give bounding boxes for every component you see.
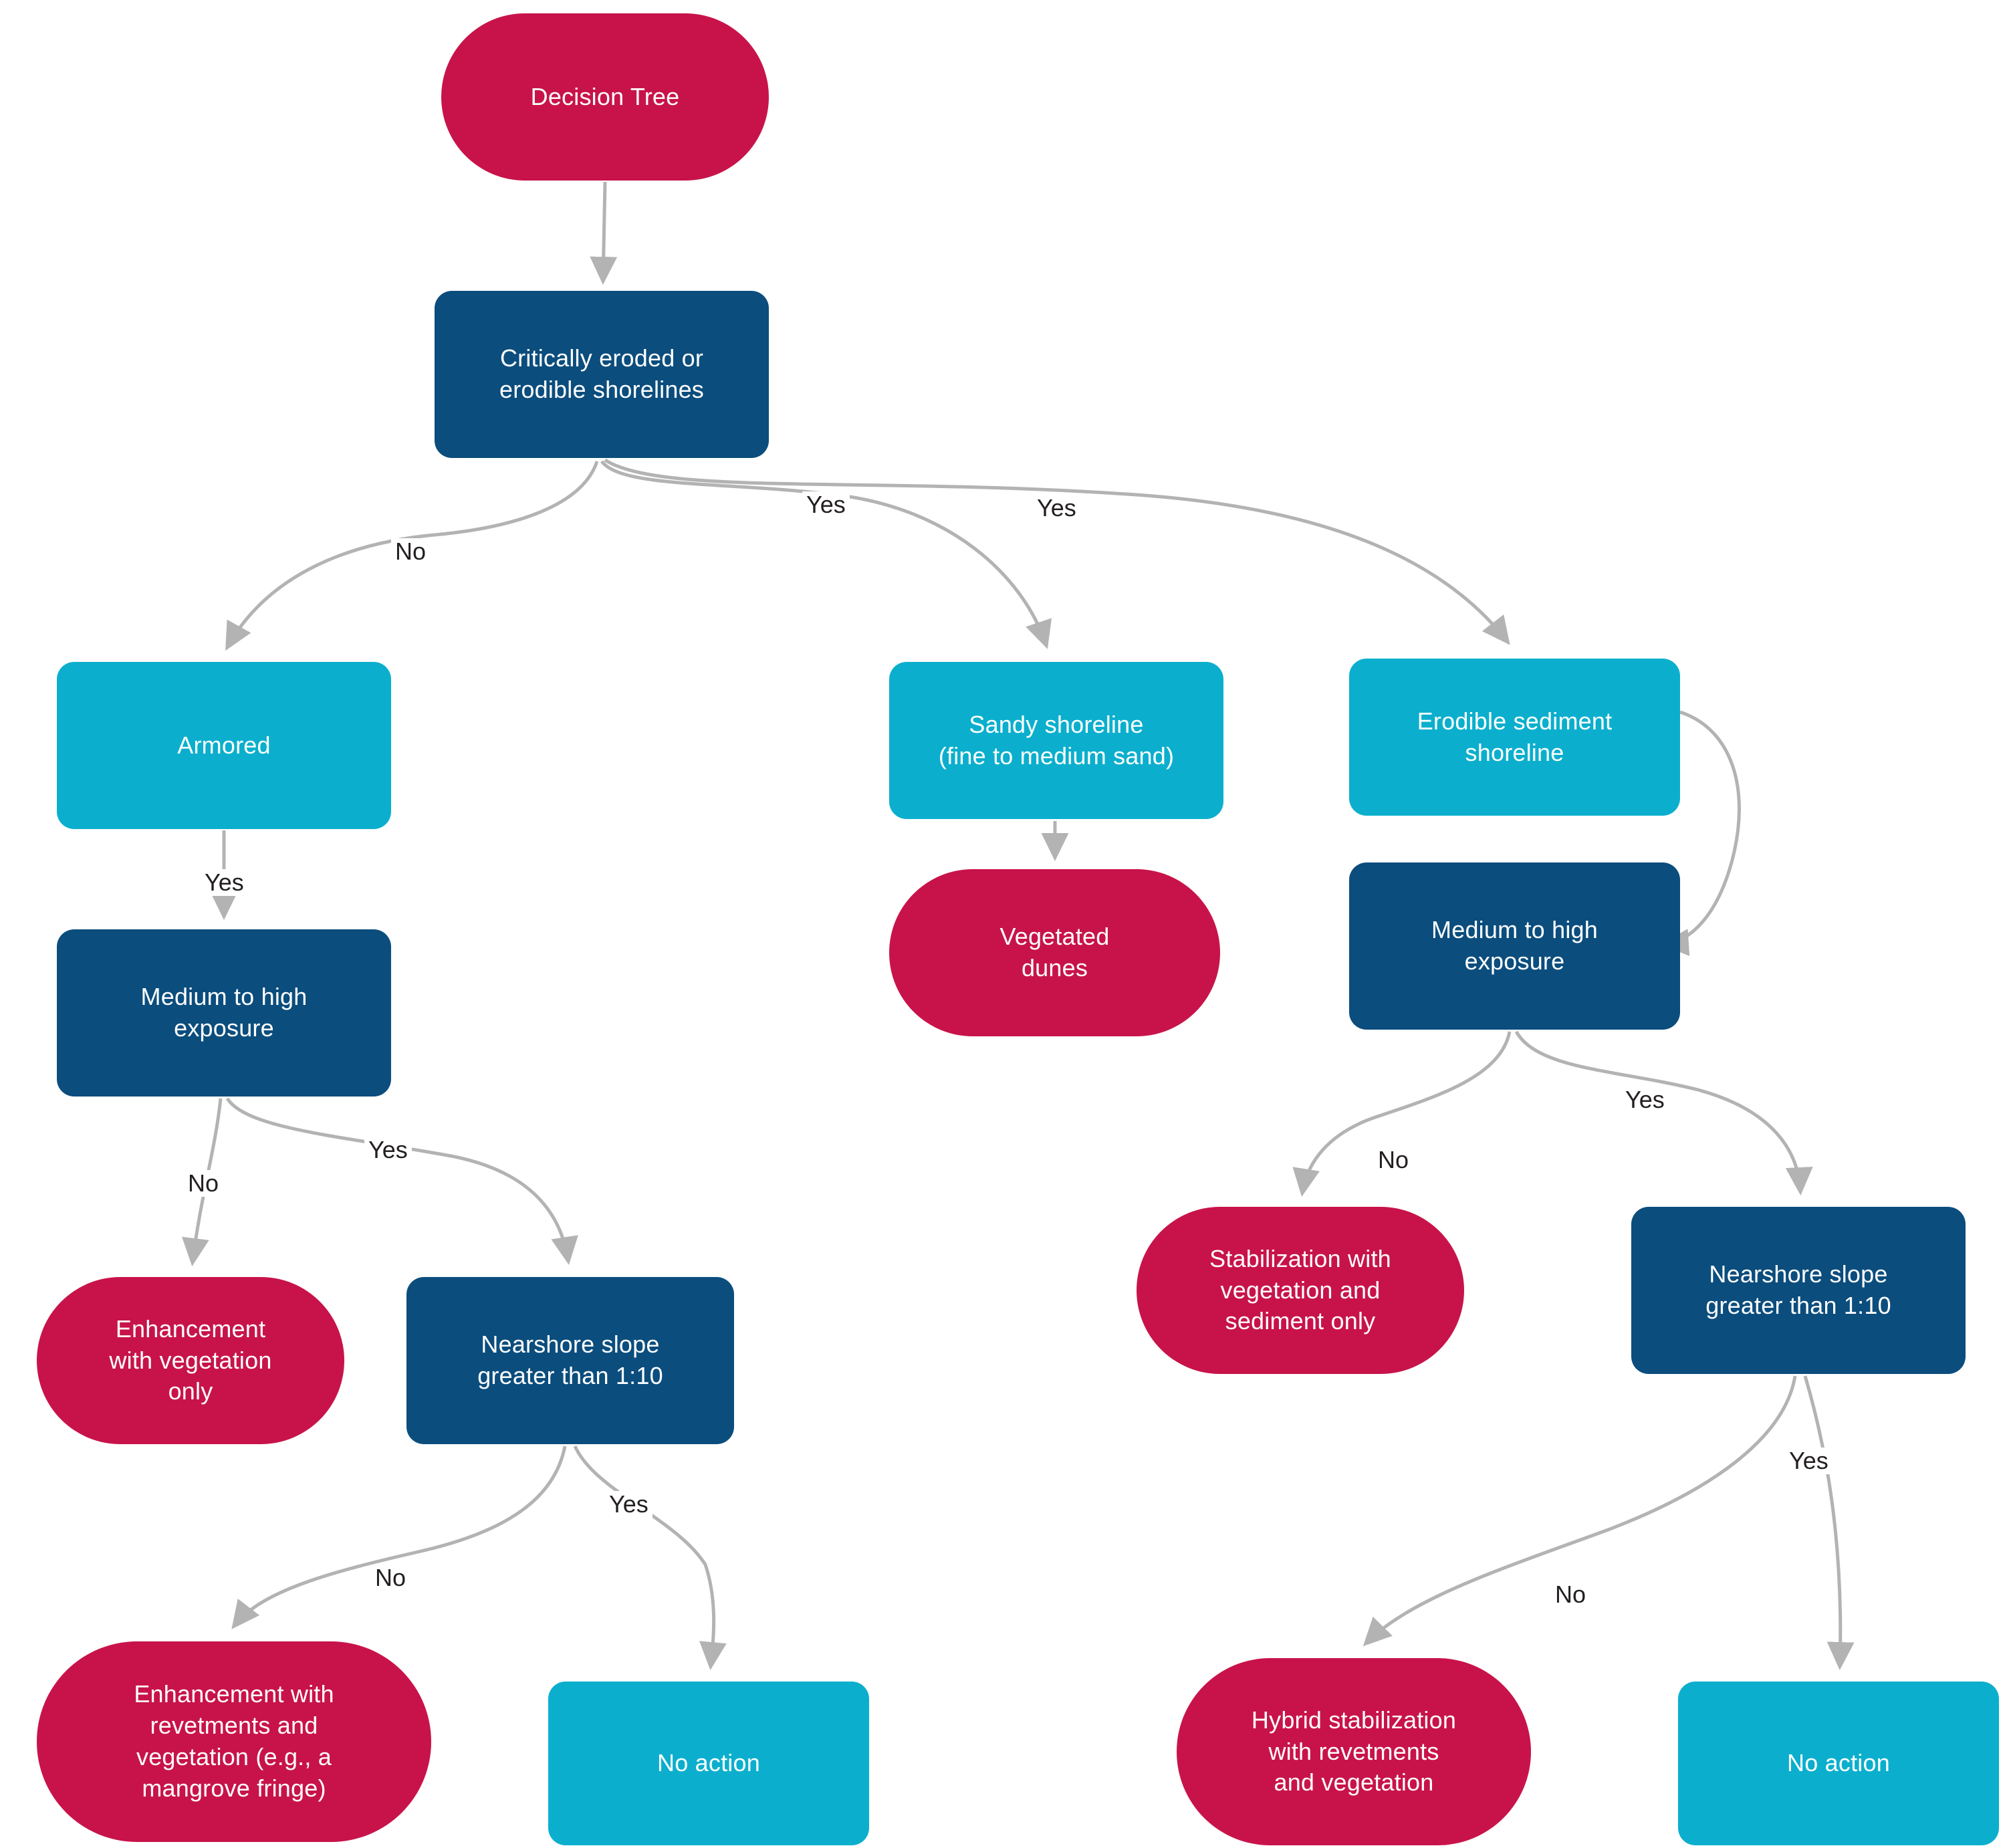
edge-label-mhe-right-to-stab: No	[1374, 1147, 1413, 1173]
node-label: Vegetated dunes	[999, 923, 1110, 981]
edge-label-mhe-left-to-slope-left: Yes	[364, 1137, 412, 1163]
node-label: No action	[657, 1749, 760, 1777]
edge-label-mhe-right-to-slope-right: Yes	[1621, 1086, 1669, 1113]
node-label: Nearshore slope greater than 1:10	[1705, 1260, 1891, 1319]
node-label: Hybrid stabilization with revetments and…	[1251, 1706, 1457, 1797]
edge-critically-to-sandy	[600, 460, 1052, 649]
node-enhancement-with-revetments-and-vegetation[interactable]: Enhancement with revetments and vegetati…	[37, 1641, 431, 1842]
edge-label-slope-left-to-enh-revet: No	[371, 1565, 410, 1591]
edge-label-slope-left-to-no-action: Yes	[605, 1491, 653, 1518]
node-nearshore-slope-greater-than-1-10-right[interactable]: Nearshore slope greater than 1:10	[1631, 1207, 1966, 1374]
node-sandy-shoreline[interactable]: Sandy shoreline (fine to medium sand)	[889, 662, 1223, 819]
node-medium-to-high-exposure-left[interactable]: Medium to high exposure	[57, 929, 391, 1096]
node-enhancement-with-vegetation-only[interactable]: Enhancement with vegetation only	[37, 1277, 344, 1444]
edge-slope-right-to-no-action	[1803, 1375, 1855, 1670]
edge-label-armored-to-mhe-left: Yes	[201, 869, 248, 896]
edge-critically-to-erodible	[604, 458, 1510, 645]
node-label: Erodible sediment shoreline	[1417, 707, 1613, 766]
node-vegetated-dunes[interactable]: Vegetated dunes	[889, 869, 1220, 1036]
node-medium-to-high-exposure-right[interactable]: Medium to high exposure	[1349, 862, 1680, 1030]
edge-label-critically-to-erodible: Yes	[1033, 495, 1080, 522]
node-no-action-right[interactable]: No action	[1678, 1682, 1999, 1845]
node-hybrid-stabilization-with-revetments-and-vegetation[interactable]: Hybrid stabilization with revetments and…	[1177, 1658, 1531, 1845]
node-label: Sandy shoreline (fine to medium sand)	[938, 710, 1175, 770]
node-label: No action	[1787, 1749, 1890, 1777]
node-label: Nearshore slope greater than 1:10	[477, 1331, 663, 1389]
node-decision-tree[interactable]: Decision Tree	[441, 13, 769, 181]
node-label: Stabilization with vegetation and sedime…	[1209, 1244, 1391, 1335]
edge-slope-left-to-no-action	[573, 1445, 727, 1670]
edge-label-critically-to-armored: No	[391, 538, 431, 565]
node-erodible-sediment-shoreline[interactable]: Erodible sediment shoreline	[1349, 659, 1680, 816]
node-critically-eroded-or-erodible-shorelines[interactable]: Critically eroded or erodible shorelines	[435, 291, 769, 458]
edge-slope-left-to-enh-revet	[231, 1446, 567, 1629]
node-no-action-left[interactable]: No action	[548, 1682, 869, 1845]
node-label: Enhancement with revetments and vegetati…	[134, 1680, 334, 1802]
node-label: Enhancement with vegetation only	[109, 1314, 272, 1405]
edge-label-mhe-left-to-enh-veg: No	[184, 1170, 223, 1197]
node-armored[interactable]: Armored	[57, 662, 391, 829]
node-nearshore-slope-greater-than-1-10-left[interactable]: Nearshore slope greater than 1:10	[406, 1277, 734, 1444]
edge-label-critically-to-sandy: Yes	[802, 491, 850, 518]
node-label: Medium to high exposure	[140, 983, 308, 1042]
edge-root-to-critically	[590, 181, 618, 285]
edge-mhe-left-to-slope-left	[225, 1097, 578, 1265]
edge-label-slope-right-to-hybrid: No	[1551, 1581, 1590, 1608]
node-label: Critically eroded or erodible shorelines	[499, 344, 704, 403]
node-stabilization-with-vegetation-and-sediment-only[interactable]: Stabilization with vegetation and sedime…	[1137, 1207, 1464, 1374]
node-label: Armored	[177, 731, 271, 759]
edge-label-slope-right-to-no-action: Yes	[1785, 1448, 1832, 1474]
node-label: Medium to high exposure	[1431, 916, 1598, 975]
node-label: Decision Tree	[530, 82, 680, 110]
